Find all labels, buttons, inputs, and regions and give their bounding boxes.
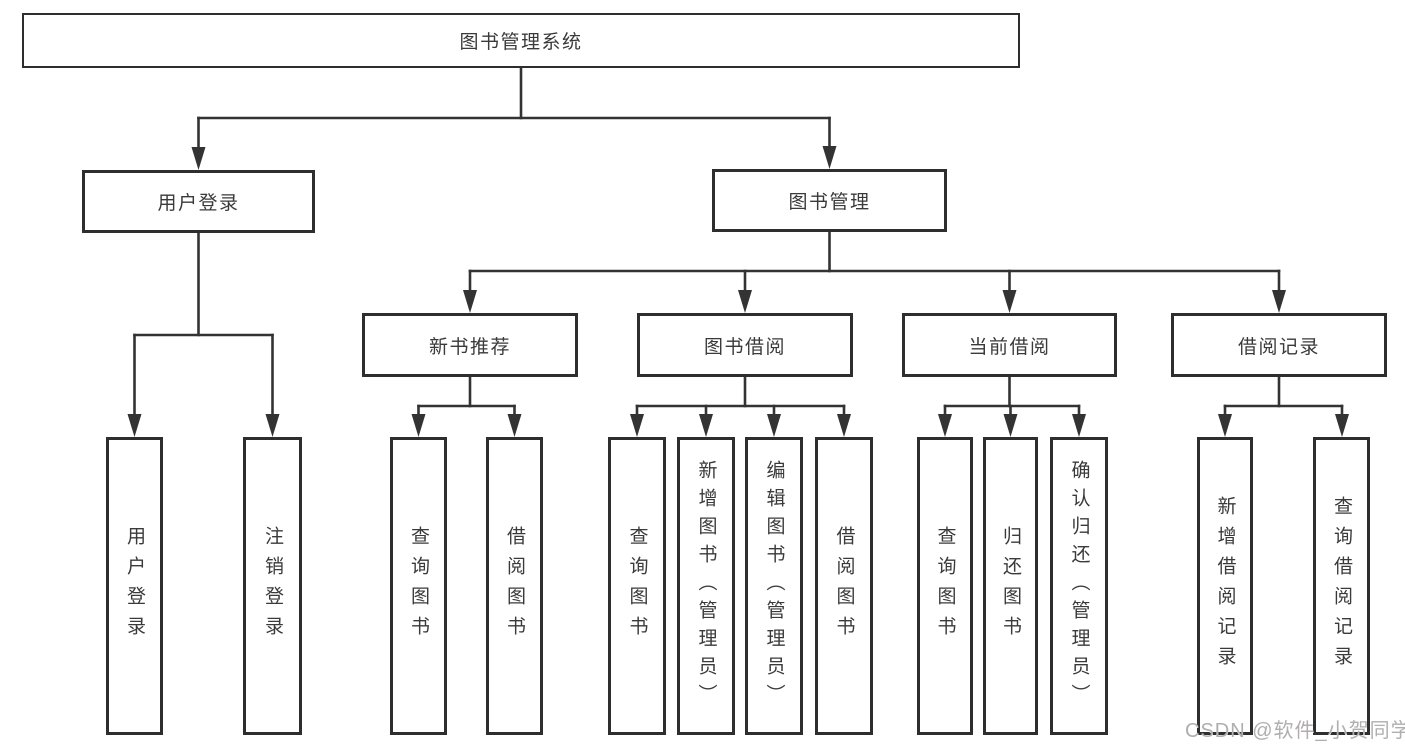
node-user-login: 用户登录 bbox=[82, 170, 315, 233]
node-user-login-label: 用户登录 bbox=[157, 193, 240, 214]
node-book-borrow-label: 图书借阅 bbox=[703, 336, 786, 358]
node-leaf-cb-query-label: 查询图书 bbox=[934, 526, 956, 646]
node-leaf-user-login-label: 用户登录 bbox=[124, 526, 145, 646]
connector-book-borrow-to-children bbox=[630, 375, 851, 437]
node-leaf-logout-label: 注销登录 bbox=[262, 526, 283, 646]
node-book-mgmt: 图书管理 bbox=[712, 169, 947, 232]
node-leaf-cb-query: 查询图书 bbox=[917, 437, 973, 735]
node-leaf-bb-borrow-label: 借阅图书 bbox=[833, 526, 855, 646]
connector-book-mgmt-to-children bbox=[463, 230, 1286, 313]
node-leaf-cb-return: 归还图书 bbox=[983, 437, 1038, 735]
node-leaf-cb-confirm-label: 确认归还（管理员） bbox=[1068, 460, 1090, 712]
node-leaf-nb-borrow: 借阅图书 bbox=[486, 437, 543, 735]
node-root: 图书管理系统 bbox=[22, 13, 1020, 68]
node-leaf-bb-borrow: 借阅图书 bbox=[815, 437, 873, 735]
csdn-watermark: CSDN @软件_小贺同学 bbox=[1185, 720, 1405, 742]
node-book-mgmt-label: 图书管理 bbox=[788, 192, 871, 213]
node-new-books-label: 新书推荐 bbox=[428, 336, 511, 358]
connector-borrow-records-to-children bbox=[1218, 375, 1349, 437]
node-borrow-records: 借阅记录 bbox=[1171, 313, 1387, 377]
node-leaf-bb-add: 新增图书（管理员） bbox=[677, 437, 735, 735]
node-leaf-nb-query-label: 查询图书 bbox=[408, 526, 429, 646]
node-borrow-records-label: 借阅记录 bbox=[1237, 336, 1320, 358]
node-leaf-bb-edit: 编辑图书（管理员） bbox=[745, 437, 803, 735]
node-leaf-nb-query: 查询图书 bbox=[390, 437, 447, 735]
node-leaf-bb-query: 查询图书 bbox=[608, 437, 666, 735]
node-leaf-user-login: 用户登录 bbox=[106, 437, 163, 735]
node-book-borrow: 图书借阅 bbox=[637, 313, 853, 377]
connector-root-to-children bbox=[191, 66, 837, 170]
node-leaf-bb-add-label: 新增图书（管理员） bbox=[695, 460, 717, 712]
node-leaf-bb-edit-label: 编辑图书（管理员） bbox=[763, 460, 785, 712]
node-new-books: 新书推荐 bbox=[362, 313, 578, 377]
node-leaf-cb-confirm: 确认归还（管理员） bbox=[1050, 437, 1108, 735]
node-current-borrow-label: 当前借阅 bbox=[968, 336, 1051, 358]
node-root-label: 图书管理系统 bbox=[459, 32, 583, 53]
node-leaf-logout: 注销登录 bbox=[243, 437, 302, 735]
connector-user-login-to-children bbox=[127, 231, 280, 437]
node-current-borrow: 当前借阅 bbox=[902, 313, 1117, 377]
node-leaf-nb-borrow-label: 借阅图书 bbox=[504, 526, 525, 646]
node-leaf-br-add-label: 新增借阅记录 bbox=[1214, 496, 1236, 676]
connector-current-borrow-to-children bbox=[938, 375, 1086, 437]
connector-new-books-to-children bbox=[411, 375, 522, 437]
node-leaf-cb-return-label: 归还图书 bbox=[1000, 526, 1021, 646]
node-leaf-bb-query-label: 查询图书 bbox=[626, 526, 648, 646]
node-leaf-br-query-label: 查询借阅记录 bbox=[1331, 496, 1352, 676]
node-leaf-br-query: 查询借阅记录 bbox=[1313, 437, 1370, 735]
node-leaf-br-add: 新增借阅记录 bbox=[1197, 437, 1253, 735]
